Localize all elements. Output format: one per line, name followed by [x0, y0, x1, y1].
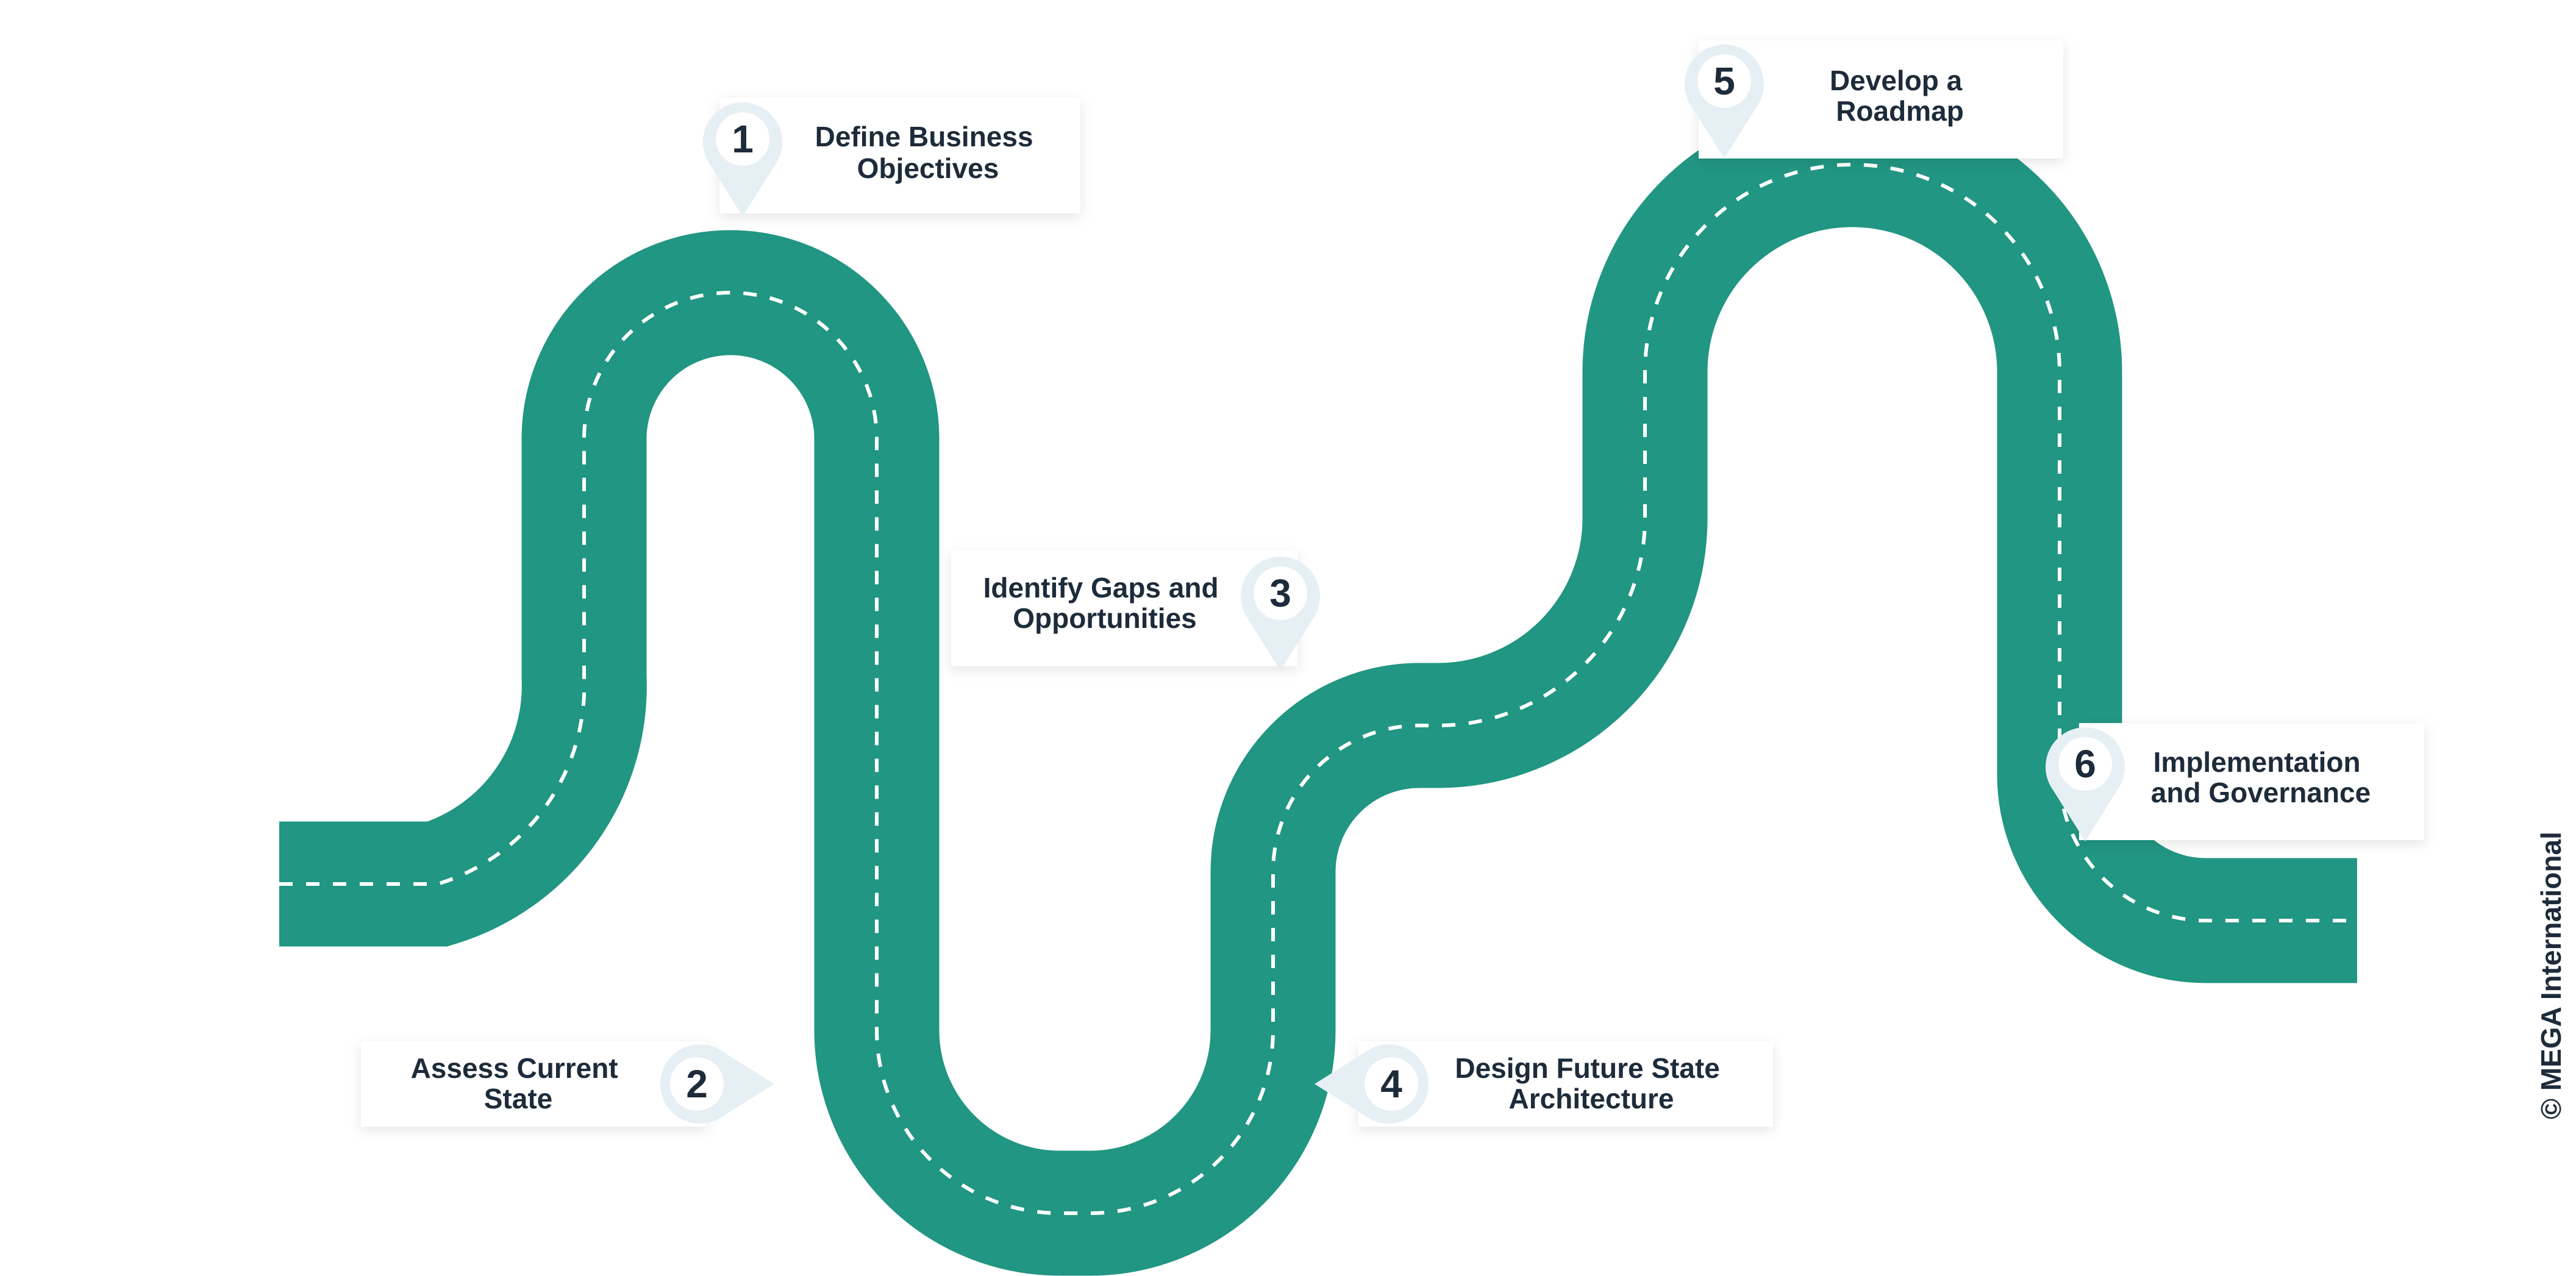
step-6-number: 6 — [2074, 742, 2096, 786]
step-2-box — [361, 1041, 706, 1127]
step-4: 4 Design Future State Architecture — [1315, 1041, 1773, 1127]
step-3: 3 Identify Gaps and Opportunities — [951, 551, 1320, 671]
step-2-number: 2 — [686, 1062, 708, 1106]
step-4-number: 4 — [1380, 1062, 1402, 1106]
step-2-label: Assess Current State — [411, 1052, 626, 1114]
step-3-label: Identify Gaps and Opportunities — [983, 572, 1227, 634]
step-5-label: Develop a Roadmap — [1830, 65, 1970, 127]
road-center-dashes — [279, 163, 2357, 1215]
road — [279, 102, 2357, 1276]
step-6-label: Implementation and Governance — [2151, 746, 2371, 808]
step-3-box — [951, 551, 1297, 666]
copyright-text: © MEGA International — [2535, 832, 2567, 1119]
step-6: 6 Implementation and Governance — [2046, 723, 2424, 841]
step-6-box — [2079, 723, 2424, 840]
step-1: 1 Define Business Objectives — [702, 98, 1080, 216]
step-3-number: 3 — [1269, 571, 1291, 615]
step-1-number: 1 — [732, 117, 754, 161]
step-1-label: Define Business Objectives — [815, 121, 1041, 184]
step-2: 2 Assess Current State — [361, 1041, 774, 1127]
step-5-number: 5 — [1713, 59, 1735, 103]
step-5: 5 Develop a Roadmap — [1685, 40, 2063, 159]
step-4-label: Design Future State Architecture — [1455, 1052, 1727, 1114]
